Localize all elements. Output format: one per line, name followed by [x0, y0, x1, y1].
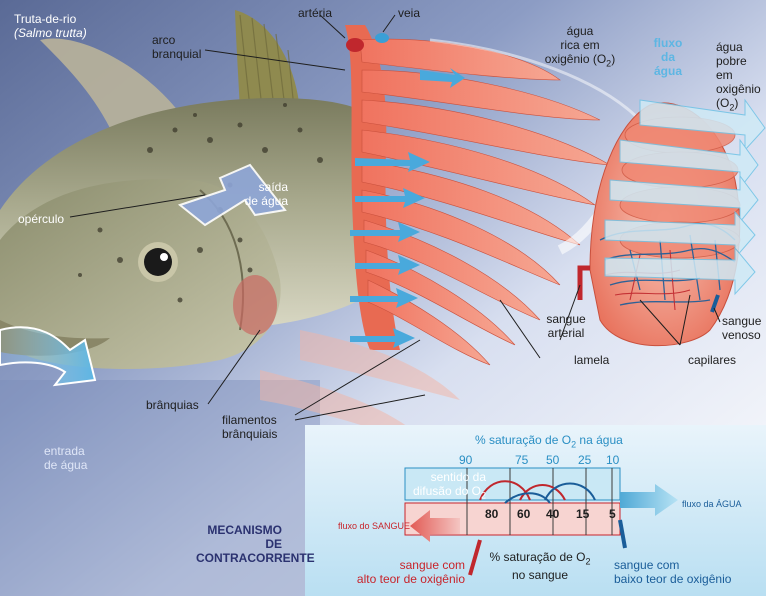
- blood-saturation-title: % saturação de O2 no sangue: [489, 550, 591, 583]
- water-value-75: 75: [515, 453, 529, 467]
- label-filamentos: filamentos brânquiais: [222, 413, 278, 441]
- blood-value-40: 40: [546, 507, 560, 521]
- water-flow-arrow: [620, 484, 678, 516]
- low-oxygen-label: sangue com baixo teor de oxigênio: [614, 558, 732, 586]
- water-flow-arrows: [350, 68, 465, 348]
- flow-water-label: fluxo da ÁGUA: [682, 499, 742, 509]
- label-lamela: lamela: [574, 353, 610, 367]
- water-entry-arrow: [0, 326, 97, 387]
- scientific-name: (Salmo trutta): [14, 26, 87, 40]
- water-value-10: 10: [606, 453, 620, 467]
- countercurrent-title: MECANISMO DE CONTRACORRENTE: [196, 523, 315, 565]
- blood-flow-arrow: [410, 510, 460, 542]
- flow-blood-label: fluxo do SANGUE: [338, 521, 411, 531]
- blood-value-80: 80: [485, 507, 499, 521]
- label-arco-branquial: arco branquial: [152, 33, 202, 61]
- label-arteria: artéria: [298, 6, 333, 20]
- leader-lines: [69, 14, 721, 421]
- high-oxygen-label: sangue com alto teor de oxigênio: [356, 558, 465, 586]
- lamella-water-arrows: [604, 98, 766, 296]
- countercurrent-panel: [305, 425, 766, 596]
- label-capilares: capilares: [688, 353, 737, 367]
- label-branquias: brânquias: [146, 398, 199, 412]
- artery-vessel: [346, 38, 364, 52]
- vein-vessel: [375, 33, 389, 43]
- label-agua-rica: água rica em oxigênio (O2): [544, 24, 616, 69]
- water-exit-arrow: [177, 163, 287, 227]
- blood-value-60: 60: [517, 507, 531, 521]
- label-fluxo-agua: fluxo da água: [653, 36, 683, 78]
- label-operculo: opérculo: [18, 212, 65, 226]
- label-agua-pobre: água pobre em oxigênio (O2): [716, 40, 761, 113]
- label-sangue-venoso: sangue venoso: [722, 314, 762, 342]
- label-veia: veia: [398, 6, 421, 20]
- blood-value-15: 15: [576, 507, 590, 521]
- water-value-50: 50: [546, 453, 560, 467]
- label-sangue-arterial: sangue arterial: [546, 312, 586, 340]
- water-value-25: 25: [578, 453, 592, 467]
- label-saida-agua: saída de água: [244, 180, 288, 208]
- diffusion-label: sentido da difusão do O2: [412, 470, 486, 501]
- blood-value-5: 5: [609, 507, 616, 521]
- water-value-90: 90: [459, 453, 473, 467]
- label-entrada-agua: entrada de água: [44, 444, 88, 472]
- water-saturation-title: % saturação de O2 na água: [475, 433, 623, 450]
- species-name: Truta-de-rio: [14, 12, 77, 26]
